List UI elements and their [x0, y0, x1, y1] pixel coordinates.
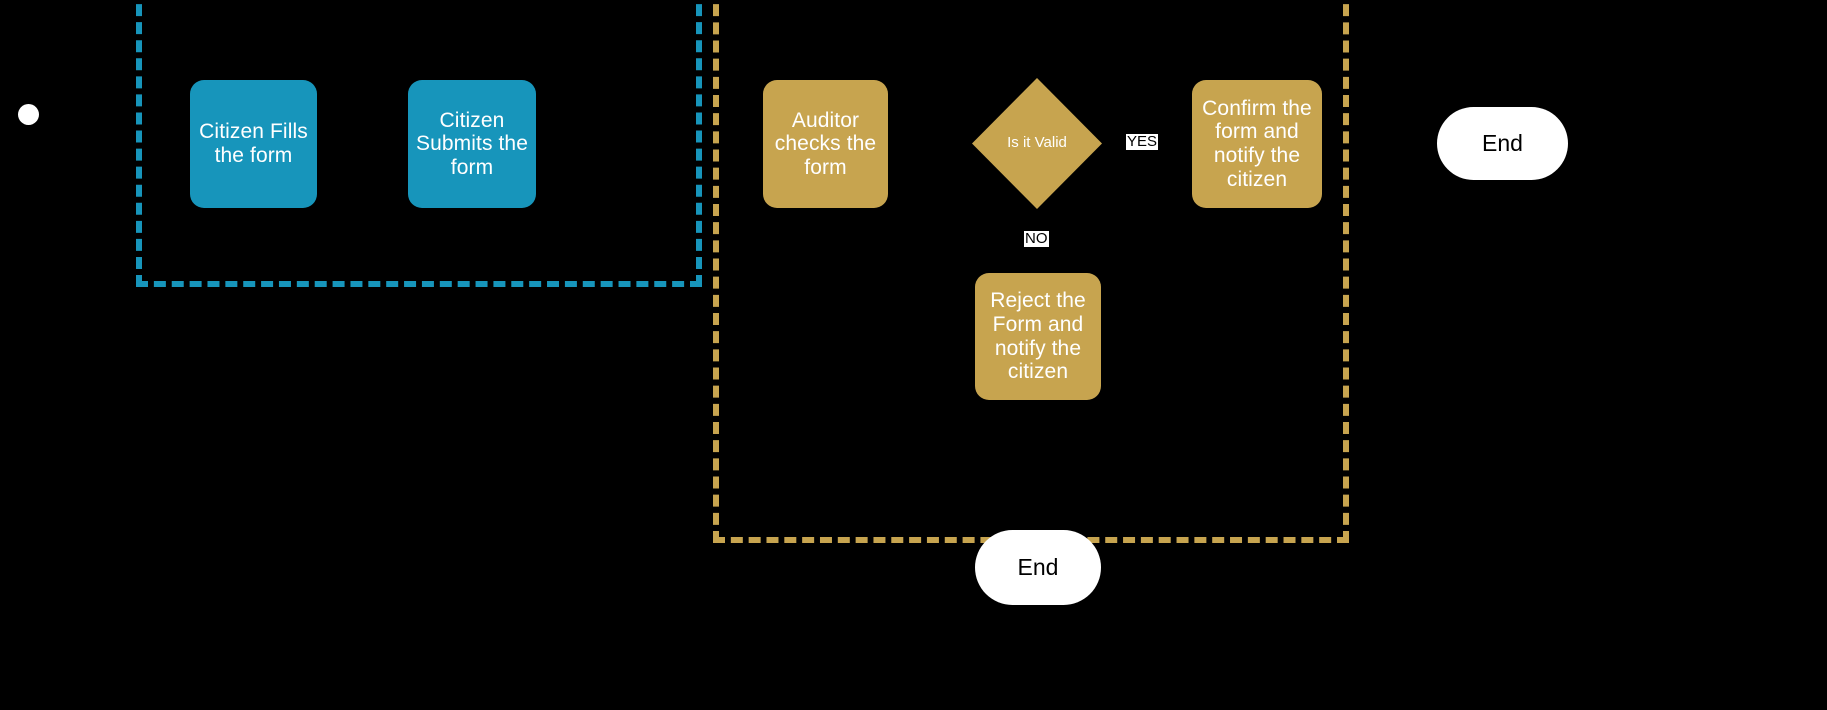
task-reject-the-form-and-notify-the-citizen[interactable]: Reject the Form and notify the citizen — [975, 273, 1101, 400]
edge-label-yes: YES — [1126, 133, 1159, 150]
task-auditor-checks-the-form[interactable]: Auditor checks the form — [763, 80, 888, 208]
gateway-is-it-valid[interactable]: Is it Valid — [972, 78, 1102, 209]
task-confirm-the-form-and-notify-the-citizen[interactable]: Confirm the form and notify the citizen — [1192, 80, 1322, 208]
edge-label-no: NO — [1024, 230, 1049, 247]
end-event-bottom[interactable]: End — [975, 530, 1101, 605]
task-citizen-fills-the-form[interactable]: Citizen Fills the form — [190, 80, 317, 208]
end-event-right[interactable]: End — [1437, 107, 1568, 180]
start-event-node[interactable] — [18, 104, 39, 125]
citizen-lane-container[interactable] — [136, 0, 702, 287]
task-citizen-submits-the-form[interactable]: Citizen Submits the form — [408, 80, 536, 208]
gateway-label: Is it Valid — [1007, 134, 1067, 152]
